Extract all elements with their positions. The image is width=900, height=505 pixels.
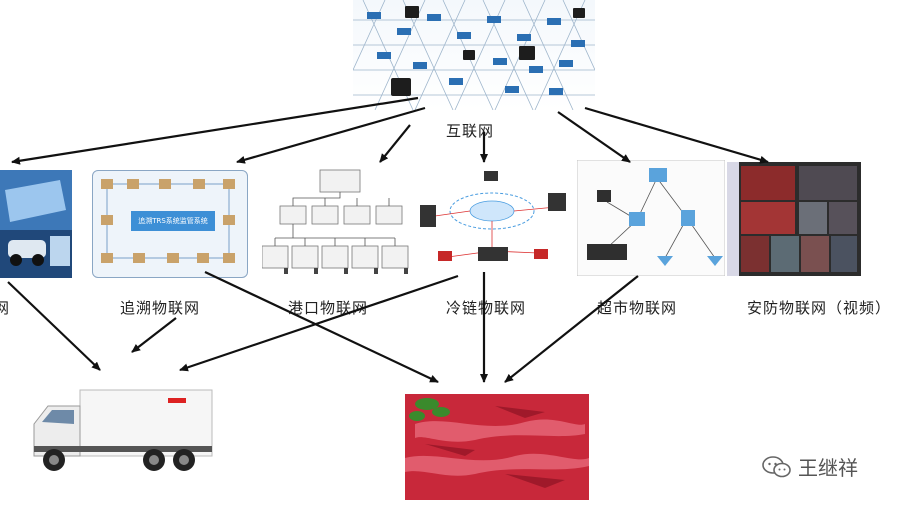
trace-iot-diagram: 追溯TRS系统监管系统 <box>92 170 248 278</box>
meat-image <box>405 394 589 500</box>
security-iot-label: 安防物联网（视频） <box>747 299 892 317</box>
cold-chain-iot-diagram <box>420 171 566 261</box>
watermark: 王继祥 <box>762 452 858 481</box>
wechat-icon <box>762 455 791 477</box>
trace-system-box: 追溯TRS系统监管系统 <box>131 211 215 231</box>
supermarket-iot-diagram <box>577 160 725 276</box>
internet-network-image <box>353 0 595 110</box>
left-partial-image <box>0 170 72 278</box>
security-video-image <box>727 162 861 276</box>
left-partial-label: 网 <box>0 299 11 317</box>
supermarket-iot-label: 超市物联网 <box>597 299 678 317</box>
cold-chain-iot-label: 冷链物联网 <box>446 299 527 317</box>
trace-flow-graphic <box>101 179 235 263</box>
watermark-text: 王继祥 <box>798 456 858 480</box>
trace-iot-label: 追溯物联网 <box>120 299 201 317</box>
internet-label: 互联网 <box>446 122 495 140</box>
port-iot-diagram <box>262 169 409 274</box>
truck-image <box>33 389 213 471</box>
